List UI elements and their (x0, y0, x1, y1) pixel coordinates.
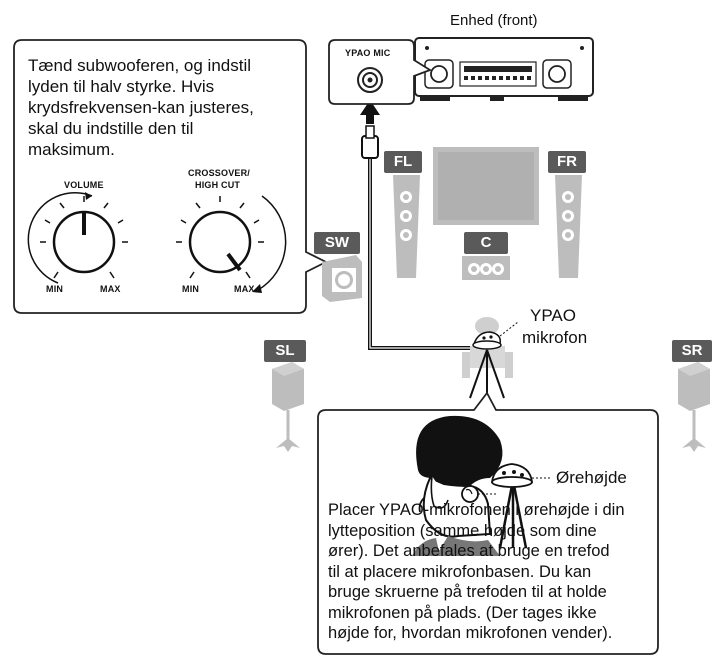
unit-label: Enhed (front) (450, 12, 538, 29)
speaker-sw (322, 255, 362, 302)
tv-screen (433, 147, 539, 225)
speaker-tag-fr: FR (548, 151, 586, 173)
speaker-tag-c: C (464, 232, 508, 254)
speaker-fr (555, 175, 582, 278)
speaker-c (462, 256, 510, 280)
speaker-fl (393, 175, 420, 278)
ypao-microphone-closeup (478, 463, 552, 549)
mic-jack-label: YPAO MIC (345, 48, 391, 58)
mic-label-line1: YPAO (530, 306, 576, 325)
volume-knob (27, 192, 128, 284)
crossover-knob-max: MAX (234, 284, 255, 294)
mic-cable (361, 125, 484, 350)
speaker-tag-sw: SW (314, 232, 360, 254)
placement-instruction: Placer YPAO-mikrofonen i ørehøjde i din … (328, 501, 625, 642)
speaker-tag-fl: FL (384, 151, 422, 173)
ypao-microphone (469, 321, 519, 399)
speaker-tag-sr: SR (672, 340, 712, 362)
crossover-knob-title-line2: HIGH CUT (195, 180, 241, 190)
ear-height-label: Ørehøjde (556, 468, 627, 487)
arrow-up-icon (360, 100, 380, 124)
volume-knob-max: MAX (100, 284, 121, 294)
volume-knob-title: VOLUME (64, 180, 104, 190)
crossover-knob-title-line1: CROSSOVER/ (188, 168, 251, 178)
mic-label-line2: mikrofon (522, 328, 588, 347)
crossover-knob (176, 195, 287, 293)
speaker-tag-sl: SL (264, 340, 306, 362)
speaker-sl (272, 362, 304, 452)
receiver-unit (414, 37, 594, 101)
crossover-knob-min: MIN (182, 284, 200, 294)
listener-head-illustration (412, 415, 503, 556)
subwoofer-instruction: Tænd subwooferen, og indstil lyden til h… (28, 56, 254, 159)
speaker-sr (678, 362, 710, 452)
mic-jack-callout (328, 39, 433, 105)
volume-knob-min: MIN (46, 284, 64, 294)
